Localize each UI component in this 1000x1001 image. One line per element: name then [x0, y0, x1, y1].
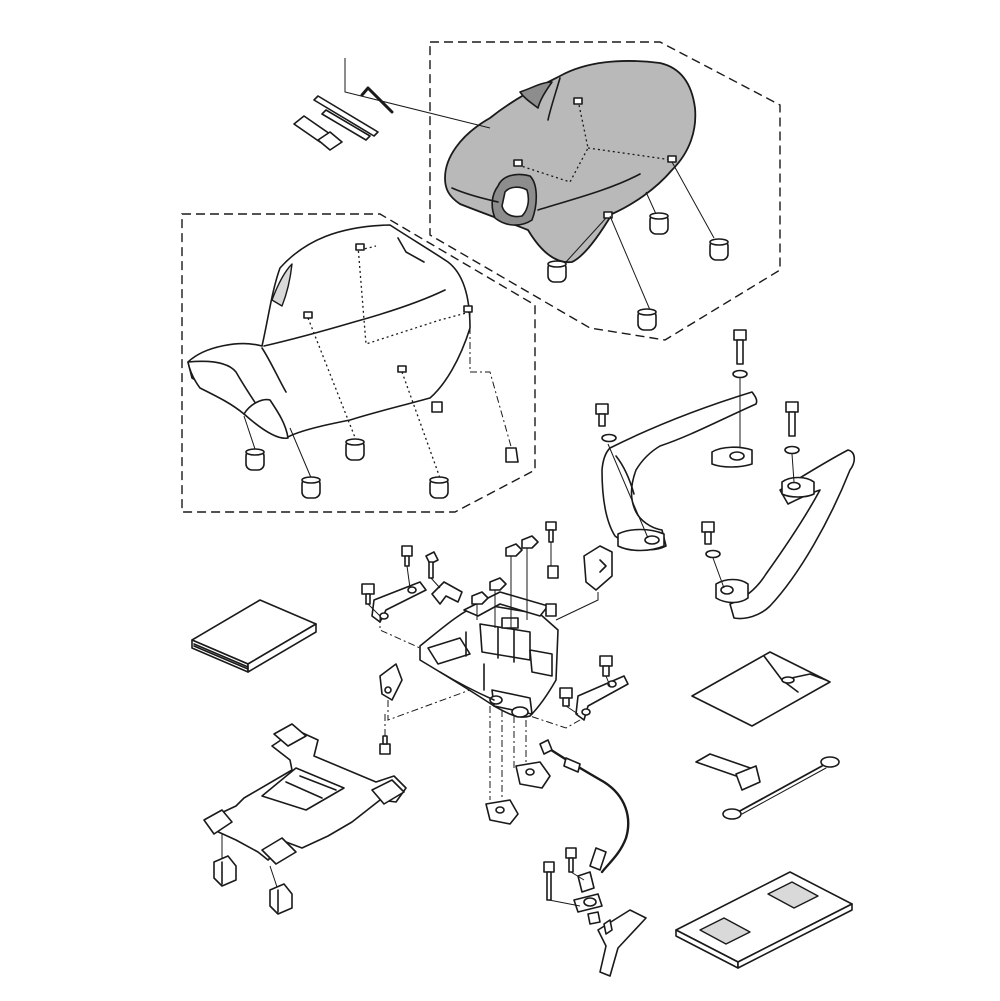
seat-bracket-assembly [361, 521, 629, 825]
seat-lock-catch[interactable] [555, 545, 613, 621]
seat-mount-point [667, 155, 677, 163]
seat-lock-assembly[interactable] [543, 847, 647, 977]
grab-rails [595, 329, 856, 620]
rider-seat-group [181, 213, 536, 513]
seat-hook [431, 401, 443, 413]
seat-mount-point [463, 305, 473, 313]
seat-mount-point [397, 365, 407, 373]
bracket-bolts-and-nuts[interactable] [361, 521, 613, 755]
seat-mount-point [513, 159, 523, 167]
seat-mount-point [303, 311, 313, 319]
document-pouch-icon[interactable] [691, 651, 831, 727]
owners-manual-book-icon[interactable] [191, 599, 317, 673]
seat-strap-icon[interactable] [695, 753, 761, 791]
seat-subframe[interactable] [203, 723, 407, 891]
seat-lock-cable[interactable] [539, 739, 630, 874]
passenger-seat-group-boundary [429, 41, 781, 341]
tool-handle-icon [293, 115, 343, 151]
seat-hook-bracket[interactable] [379, 581, 463, 701]
seat-bracket-plate-right[interactable] [575, 675, 629, 721]
seat-bracket-frame[interactable] [419, 591, 559, 718]
seat-lock-latch[interactable] [485, 761, 551, 825]
rider-seat-dampers[interactable] [243, 312, 519, 499]
grab-rail-bolts[interactable] [595, 329, 800, 589]
rider-seat[interactable] [187, 224, 473, 439]
seat-bracket-plate-left[interactable] [371, 581, 427, 623]
passenger-seat[interactable] [444, 60, 697, 263]
seat-mount-point [355, 243, 365, 251]
seat-mount-point [573, 97, 583, 105]
rider-seat-group-boundary [181, 213, 536, 513]
screwdriver-icon [313, 95, 379, 141]
helmet-wire-icon[interactable] [722, 756, 840, 820]
grab-rail-left[interactable] [601, 391, 758, 552]
owners-manual-document-icon[interactable] [675, 871, 853, 969]
grab-rail-right[interactable] [715, 449, 856, 620]
tool-kit[interactable] [293, 86, 394, 151]
subframe-rubber-mounts[interactable] [213, 855, 293, 915]
hex-key-icon [360, 86, 394, 114]
bracket-leader-lines [367, 542, 611, 800]
rubber-stopper[interactable] [545, 565, 559, 617]
passenger-seat-dampers[interactable] [547, 161, 729, 331]
passenger-seat-group [344, 41, 781, 341]
seat-mount-point [603, 211, 613, 219]
